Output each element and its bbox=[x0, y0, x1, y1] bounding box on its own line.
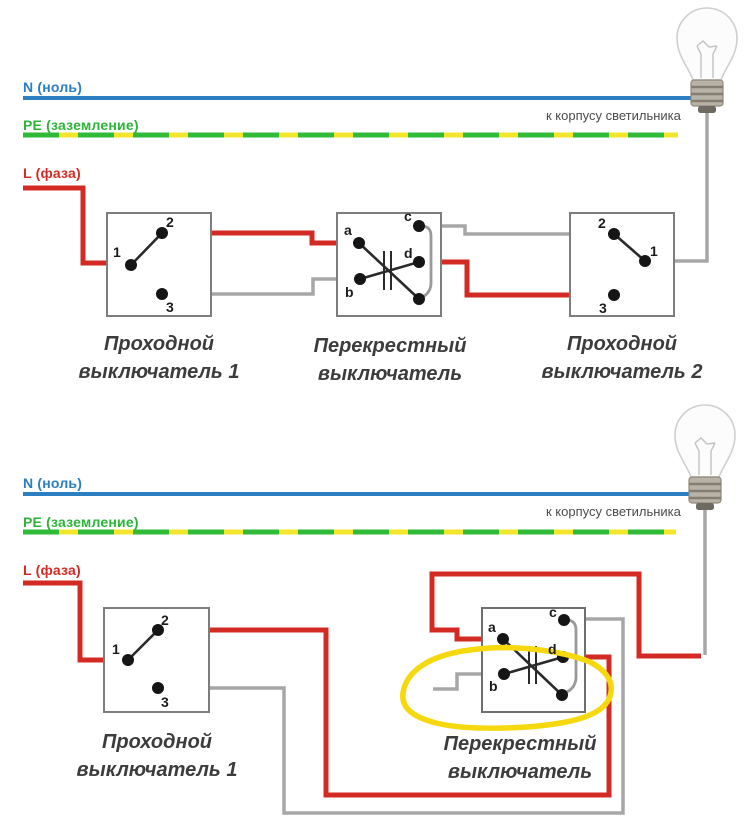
neutral-label: N (ноль) bbox=[23, 79, 83, 95]
phase-wire bbox=[23, 185, 612, 298]
switch1-lever bbox=[129, 231, 164, 267]
bottom-diagram bbox=[23, 403, 737, 815]
cross-switch-box bbox=[481, 607, 586, 713]
switch1-name: Проходной выключатель 1 bbox=[76, 731, 238, 781]
terminal-label: d bbox=[404, 245, 413, 261]
cross-switch-box bbox=[336, 212, 442, 317]
terminal-label: c bbox=[549, 604, 557, 620]
terminal-label: 2 bbox=[161, 612, 169, 628]
switch1-name: Проходной выключатель 1 bbox=[78, 333, 240, 383]
switch2-box bbox=[569, 212, 675, 317]
terminal-label: 3 bbox=[161, 694, 169, 710]
switch2-name: Проходной выключатель 2 bbox=[541, 333, 703, 383]
terminal-label: 1 bbox=[112, 641, 120, 657]
terminal-label: c bbox=[404, 208, 412, 224]
terminal-label: 3 bbox=[166, 299, 174, 315]
cross-internal-jumper bbox=[419, 224, 433, 300]
switch1-box bbox=[106, 212, 212, 317]
terminal-label: d bbox=[548, 641, 557, 657]
terminal-label: a bbox=[488, 619, 496, 635]
pe-label: PE (заземление) bbox=[23, 514, 139, 530]
top-diagram bbox=[23, 6, 739, 317]
dangling-wire-b bbox=[433, 672, 504, 691]
gray-wires bbox=[158, 509, 707, 815]
phase-wire bbox=[23, 571, 701, 798]
terminal-label: b bbox=[345, 284, 354, 300]
terminal-label: b bbox=[489, 678, 498, 694]
lamp-body-note: к корпусу светильника bbox=[546, 108, 681, 123]
switch1-box bbox=[103, 607, 210, 713]
terminal-label: 3 bbox=[599, 300, 607, 316]
lamp-body-note: к корпусу светильника bbox=[546, 504, 681, 519]
pe-label: PE (заземление) bbox=[23, 117, 139, 133]
cross-internal-jumper bbox=[564, 618, 578, 695]
neutral-label: N (ноль) bbox=[23, 475, 83, 491]
phase-label: L (фаза) bbox=[23, 562, 81, 578]
error-highlight-ellipse bbox=[400, 644, 614, 731]
cross-switch-name: Перекрестный выключатель bbox=[443, 733, 597, 783]
terminal-label: 2 bbox=[598, 215, 606, 231]
terminal-label: a bbox=[344, 222, 352, 238]
switch2-lever bbox=[612, 232, 647, 263]
terminal-label: 1 bbox=[650, 243, 658, 259]
terminal-label: 2 bbox=[166, 214, 174, 230]
terminal-label: 1 bbox=[113, 244, 121, 260]
cross-switch-name: Перекрестный выключатель bbox=[313, 335, 467, 385]
phase-label: L (фаза) bbox=[23, 165, 81, 181]
switch1-lever bbox=[126, 628, 160, 662]
